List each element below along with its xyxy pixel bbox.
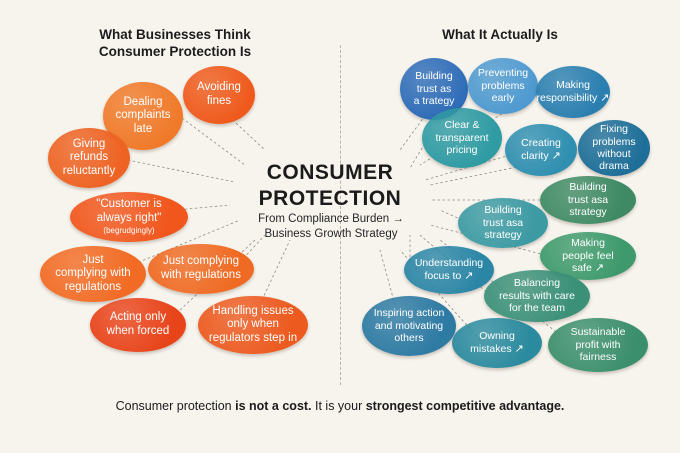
center-title: CONSUMER PROTECTION	[258, 161, 402, 210]
right-heading: What It Actually Is	[442, 27, 558, 42]
bubble-label: Giving refunds reluctantly	[62, 137, 116, 177]
bubble-building-trust-1: Building trust as a trategy	[400, 58, 468, 120]
bubble-text: Making responsibility	[536, 79, 598, 104]
bubble-quote: "Customer is always right"	[96, 198, 162, 224]
bubble-sustainable-profit: Sustainable profit with fairness	[548, 318, 648, 372]
bubble-label: Making responsibility↗	[537, 79, 610, 104]
bubble-just-complying-1: Just complying with regulations	[40, 246, 146, 302]
bubble-text: Creating clarity	[521, 137, 561, 162]
bubble-text: Owning mistakes	[470, 330, 515, 355]
bubble-label: Preventing problems early	[477, 67, 529, 105]
bubble-handling-issues: Handling issues only when regulators ste…	[198, 296, 308, 354]
arrow-up-right-icon: ↗	[514, 342, 524, 355]
bubble-acting-only-when-forced: Acting only when forced	[90, 298, 186, 352]
bubble-label: "Customer is always right" (begrudgingly…	[96, 185, 161, 250]
bubble-label: Balancing results with care for the team	[499, 277, 575, 315]
bubble-text: Making people feel safe	[562, 237, 614, 274]
bubble-understanding-focus: Understanding focus to↗	[404, 246, 494, 294]
footer-tagline: Consumer protection is not a cost. It is…	[0, 399, 680, 413]
bubble-making-people-feel-safe: Making people feel safe↗	[540, 232, 636, 280]
left-heading: What Businesses Think Consumer Protectio…	[98, 27, 252, 59]
bubble-label: Avoiding fines	[197, 81, 241, 107]
bubble-label: Clear & transparent pricing	[435, 119, 489, 157]
bubble-label: Fixing problems without drama	[592, 123, 636, 173]
bubble-label: Just complying with regulations	[55, 253, 131, 293]
bubble-label: Making people feel safe↗	[548, 237, 628, 275]
bubble-just-complying-2: Just complying with regulations	[148, 244, 254, 294]
bubble-label: Building trust asa strategy	[482, 204, 524, 242]
footer-part1: Consumer protection	[115, 399, 236, 413]
bubble-label: Owning mistakes↗	[470, 330, 524, 355]
bubble-clear-transparent-pricing: Clear & transparent pricing	[422, 108, 502, 168]
bubble-avoiding-fines: Avoiding fines	[183, 66, 255, 124]
bubble-making-responsibility: Making responsibility↗	[536, 66, 610, 118]
bubble-dealing-complaints-late: Dealing complaints late	[103, 82, 183, 150]
bubble-preventing-problems: Preventing problems early	[468, 58, 538, 114]
bubble-label: Acting only when forced	[106, 311, 170, 337]
footer-bold2: strongest competitive advantage.	[365, 399, 565, 413]
bubble-building-trust-3: Building trust asa strategy	[458, 198, 548, 248]
bubble-label: Dealing complaints late	[115, 95, 171, 135]
bubble-label: Inspiring action and motivating others	[373, 307, 445, 345]
center-subtitle: From Compliance Burden → Business Growth…	[258, 213, 404, 240]
bubble-label: Creating clarity↗	[521, 137, 561, 162]
arrow-up-right-icon: ↗	[594, 261, 605, 274]
bubble-label: Building trust as a trategy	[413, 70, 455, 108]
bubble-label: Just complying with regulations	[161, 255, 241, 281]
bubble-giving-refunds: Giving refunds reluctantly	[48, 128, 130, 188]
bubble-inspiring-action: Inspiring action and motivating others	[362, 296, 456, 356]
center-divider	[340, 45, 341, 385]
bubble-label: Building trust asa strategy	[567, 181, 609, 219]
bubble-note: (begrudgingly)	[103, 226, 155, 236]
arrow-up-right-icon: ↗	[551, 149, 561, 162]
footer-part2: It is your	[311, 399, 366, 413]
bubble-label: Handling issues only when regulators ste…	[208, 304, 298, 344]
bubble-label: Understanding focus to↗	[415, 257, 483, 282]
bubble-balancing-results: Balancing results with care for the team	[484, 270, 590, 322]
arrow-up-right-icon: ↗	[600, 91, 610, 104]
bubble-owning-mistakes: Owning mistakes↗	[452, 318, 542, 368]
bubble-customer-always-right: "Customer is always right" (begrudgingly…	[70, 192, 188, 242]
bubble-creating-clarity: Creating clarity↗	[505, 124, 577, 176]
bubble-label: Sustainable profit with fairness	[570, 326, 626, 364]
bubble-building-trust-2: Building trust asa strategy	[540, 176, 636, 224]
bubble-text: Understanding focus to	[414, 257, 484, 282]
footer-bold1: is not a cost.	[235, 399, 312, 413]
bubble-fixing-problems: Fixing problems without drama	[578, 120, 650, 176]
arrow-up-right-icon: ↗	[464, 269, 474, 282]
